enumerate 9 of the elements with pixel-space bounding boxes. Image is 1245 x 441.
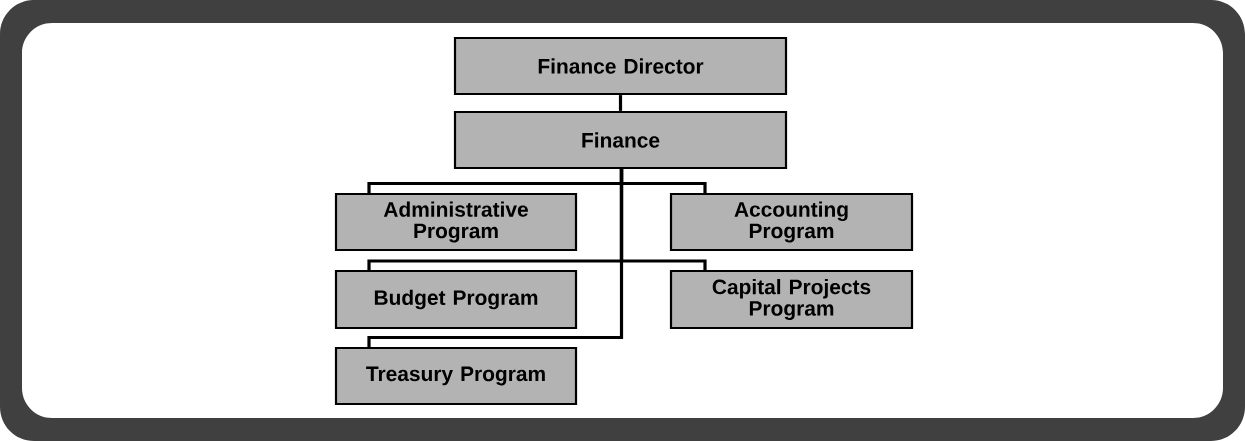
org-box: Accounting Program [669,192,914,252]
org-box: Finance [453,110,788,170]
org-box: Budget Program [334,269,578,330]
org-box: Administrative Program [334,192,578,252]
org-box: Treasury Program [334,346,578,406]
connector-line [367,169,624,347]
org-box: Finance Director [453,36,788,96]
connector-line [618,95,623,111]
org-box: Capital Projects Program [669,269,914,330]
